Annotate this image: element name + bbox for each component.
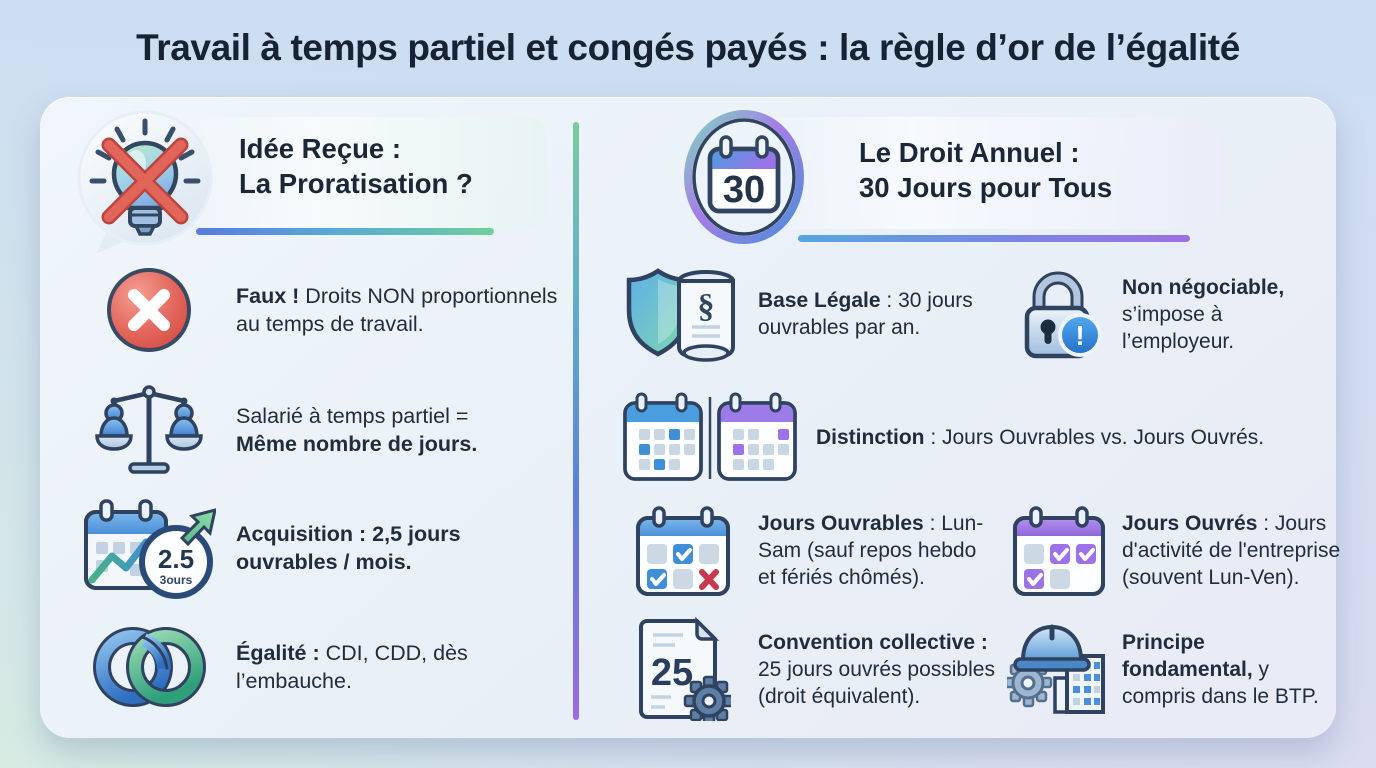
right-title-line2: 30 Jours pour Tous [859,172,1113,203]
crossed-lightbulb-speech-bubble-icon [68,105,220,262]
shield-paragraph-scroll-icon: § [618,265,748,363]
calendar-checks-blue-icon [618,504,748,598]
paragraph-glyph: § [698,288,715,325]
acquisition-badge-value: 2.5 [158,544,194,574]
hardhat-building-gear-icon [1006,620,1112,718]
left-panel-title: Idée Reçue : La Proratisation ? [239,131,473,201]
right-row-2: Distinction : Jours Ouvrables vs. Jours … [618,391,1330,483]
calendar-checks-purple-icon [1006,505,1112,597]
left-header-highlight [190,117,546,229]
right-panel-title: Le Droit Annuel : 30 Jours pour Tous [859,135,1112,205]
right-item-jours-ouvrables-text: Jours Ouvrables : Lun-Sam (sauf repos he… [758,512,984,589]
right-item-distinction-text: Distinction : Jours Ouvrables vs. Jours … [816,425,1265,449]
dual-calendars-icon [618,391,802,483]
right-header-highlight [740,117,1224,229]
right-row-3: Jours Ouvrables : Lun-Sam (sauf repos he… [618,502,1340,599]
annual-days-badge-value: 30 [723,169,765,211]
interlocking-rings-icon [70,619,228,715]
right-title-line1: Le Droit Annuel : [859,137,1080,168]
column-divider [573,122,579,720]
exclamation-glyph: ! [1075,320,1084,351]
calendar-growth-badge-icon: 2.5 3ours [70,494,228,602]
document-25-value: 25 [651,652,693,694]
document-25-gear-icon: 25 [618,617,748,721]
right-row-4: 25 [618,615,1330,723]
left-header-underline [196,228,494,235]
right-header-underline [798,235,1190,242]
page-title: Travail à temps partiel et congés payés … [136,27,1240,68]
balance-scale-people-icon [70,380,228,480]
lock-exclamation-icon: ! [1006,265,1112,363]
acquisition-badge-label: 3ours [160,573,193,587]
left-item-egalite-salarie: Salarié à temps partiel =Même nombre de … [70,380,558,480]
left-item-egalite-salarie-text: Salarié à temps partiel =Même nombre de … [236,404,478,456]
red-cross-circle-icon [70,266,228,354]
content-card: Idée Reçue : La Proratisation ? [40,97,1340,738]
calendar-30-badge-icon: 30 [684,109,804,250]
left-title-line2: La Proratisation ? [239,168,473,199]
right-item-convention-text: Convention collective :25 jours ouvrés p… [758,630,995,708]
left-title-line1: Idée Reçue : [239,133,402,164]
